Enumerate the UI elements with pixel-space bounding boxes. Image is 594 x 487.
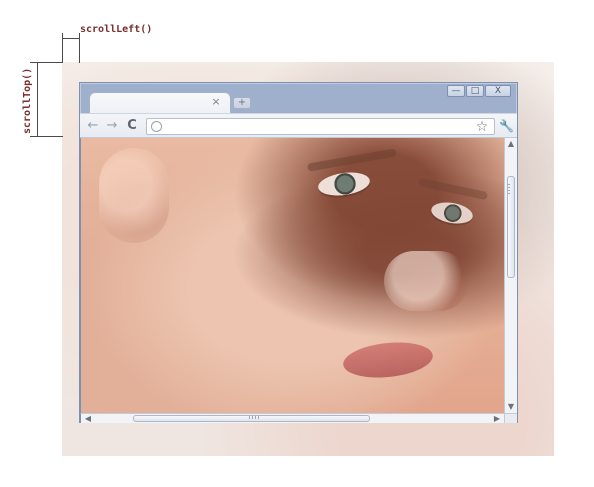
close-window-button[interactable]: X [485, 85, 511, 97]
scroll-top-guide-top [30, 62, 63, 63]
scroll-left-label: scrollLeft() [80, 24, 153, 35]
photo-eyebrow-left [306, 148, 398, 172]
scrollbar-corner [504, 413, 517, 423]
minimize-button[interactable]: — [447, 85, 465, 97]
scroll-left-arrow-icon[interactable]: ◀ [84, 414, 92, 423]
new-tab-button[interactable]: + [233, 97, 251, 109]
scroll-right-arrow-icon[interactable]: ▶ [493, 414, 501, 423]
bookmark-star-icon[interactable]: ☆ [475, 119, 489, 135]
photo-eye-left [316, 169, 372, 199]
tab-close-icon[interactable]: × [211, 95, 221, 108]
window-buttons: — □ X [447, 85, 511, 97]
scroll-down-arrow-icon[interactable]: ▼ [507, 402, 515, 411]
browser-toolbar: ← → C ☆ 🔧 [80, 113, 517, 138]
browser-window: × + — □ X ← → C ☆ 🔧 ▲ ▼ ◀ [79, 82, 518, 423]
scroll-up-arrow-icon[interactable]: ▲ [507, 139, 515, 148]
photo-nose-shading [384, 251, 469, 311]
back-icon[interactable]: ← [87, 118, 99, 133]
wrench-icon[interactable]: 🔧 [499, 119, 514, 133]
vertical-scroll-thumb[interactable] [507, 176, 515, 278]
horizontal-scroll-grip [249, 416, 259, 419]
forward-icon[interactable]: → [106, 118, 118, 133]
scroll-top-guide-vertical [37, 62, 38, 137]
vertical-scrollbar[interactable]: ▲ ▼ [504, 138, 517, 413]
maximize-button[interactable]: □ [466, 85, 484, 97]
reload-icon[interactable]: C [127, 118, 137, 133]
scroll-left-guide-horizontal [62, 38, 79, 39]
globe-icon [151, 121, 162, 132]
scroll-top-guide-bottom [30, 136, 63, 137]
photo-lips [341, 338, 435, 382]
browser-titlebar: × + — □ X [80, 83, 517, 113]
scroll-top-label: scrollTop() [22, 67, 33, 134]
browser-tab[interactable]: × [89, 92, 231, 113]
scroll-left-guide-vertical-2 [79, 33, 80, 63]
page-viewport[interactable] [80, 138, 504, 413]
photo-eyebrow-right [417, 177, 489, 201]
vertical-scroll-grip [508, 184, 510, 194]
scroll-left-guide-vertical [62, 33, 63, 63]
photo-eye-right [429, 199, 475, 227]
address-bar[interactable]: ☆ [146, 118, 495, 135]
horizontal-scrollbar[interactable]: ◀ ▶ [80, 413, 504, 423]
photo-ear-shading [99, 148, 169, 243]
